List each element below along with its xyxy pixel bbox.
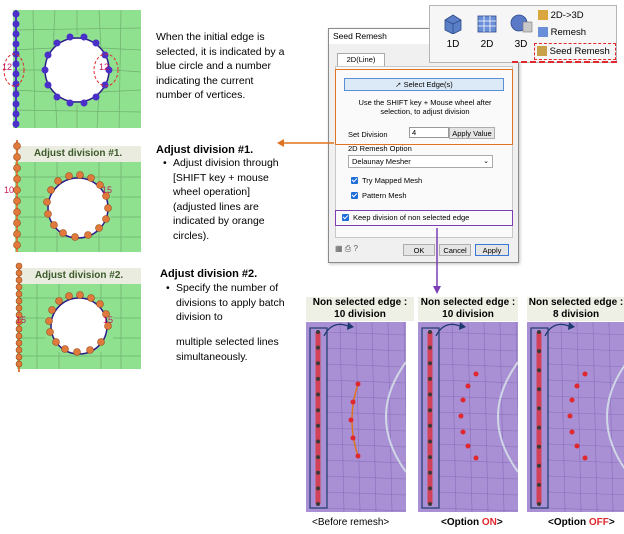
chevron-down-icon: ⌄ — [483, 158, 489, 165]
keep-division-label: Keep division of non selected edge — [353, 213, 470, 222]
grid-2d-icon — [477, 15, 497, 33]
compare-caption-off-line1: Non selected edge : — [528, 297, 624, 308]
print-icon[interactable]: ⎙ — [344, 244, 352, 253]
table-icon[interactable]: ▦ — [335, 244, 343, 253]
mesher-select[interactable]: Delaunay Mesher ⌄ — [348, 155, 493, 168]
initial-vertices — [3, 10, 119, 128]
division2-count-left: 15 — [16, 315, 27, 325]
label-option-on-prefix: <Option — [441, 517, 482, 528]
extrude-icon — [538, 10, 548, 21]
label-option-on-highlight: ON — [481, 517, 497, 528]
division2-description-a: Specify the number of divisions to apply… — [176, 282, 285, 323]
keep-division-checkbox[interactable] — [342, 214, 349, 221]
select-edges-label: Select Edge(s) — [403, 80, 453, 89]
remesh-icon — [538, 27, 548, 38]
ribbon-seed-remesh-button[interactable]: Seed Remesh — [534, 43, 616, 60]
mesher-selected-value: Delaunay Mesher — [352, 157, 411, 166]
dialog-tool-icons: ▦ ⎙ ? — [335, 244, 358, 254]
help-icon[interactable]: ? — [353, 244, 358, 253]
ribbon-1d-button[interactable]: 1D — [438, 12, 468, 56]
initial-mesh-panel — [12, 9, 142, 129]
ribbon-remesh-button[interactable]: Remesh — [538, 26, 612, 40]
division1-description: Adjust division through [SHIFT key + mou… — [173, 157, 279, 242]
mesh-ribbon-toolbar: 1D 2D 3D 2D->3D Remesh Seed Remesh — [429, 5, 617, 63]
compare-caption-on-line1: Non selected edge : — [420, 297, 516, 308]
initial-description: When the initial edge is selected, it is… — [156, 31, 285, 101]
division1-count-left: 10 — [4, 185, 15, 195]
division1-panel-header: Adjust division #1. — [15, 146, 141, 162]
label-option-on-suffix: > — [496, 517, 503, 528]
division1-bullet: • — [163, 157, 167, 169]
compare-caption-on-line2: 10 division — [442, 309, 494, 320]
apply-button[interactable]: Apply — [475, 244, 509, 256]
sphere-3d-icon — [510, 14, 533, 33]
comparison-mesh-off — [527, 322, 624, 512]
set-division-label: Set Division — [348, 130, 388, 139]
remesh-option-label: 2D Remesh Option — [348, 144, 412, 153]
ribbon-1d-label: 1D — [446, 39, 460, 50]
cursor-icon: ➚ — [395, 80, 402, 89]
ribbon-2d3d-button[interactable]: 2D->3D — [538, 9, 612, 23]
try-mapped-mesh-checkbox[interactable] — [351, 177, 358, 184]
cancel-button[interactable]: Cancel — [439, 244, 471, 256]
tab-2d-line[interactable]: 2D(Line) — [337, 53, 385, 66]
comparison-mesh-before — [306, 322, 406, 512]
compare-caption-before-line1: Non selected edge : — [312, 297, 408, 308]
ribbon-2d-button[interactable]: 2D — [472, 12, 502, 56]
hint-text: Use the SHIFT key + Mouse wheel after se… — [358, 98, 492, 116]
division1-count-right: 15 — [102, 185, 113, 195]
ribbon-3d-label: 3D — [514, 39, 528, 50]
cube-1d-icon — [444, 14, 462, 35]
compare-caption-off: Non selected edge : 8 division — [527, 297, 624, 321]
label-option-off-suffix: > — [608, 517, 615, 528]
label-option-on: <Option ON> — [441, 517, 503, 528]
division1-title: Adjust division #1. — [156, 144, 254, 156]
initial-count-left: 12 — [2, 62, 13, 72]
ribbon-2d3d-label: 2D->3D — [550, 10, 584, 21]
division2-panel-header: Adjust division #2. — [17, 268, 141, 284]
division2-count-right: 15 — [103, 315, 114, 325]
division2-description-b: multiple selected lines simultaneously. — [176, 336, 279, 363]
initial-count-right: 12 — [99, 62, 110, 72]
label-option-off-prefix: <Option — [548, 517, 589, 528]
select-edges-button[interactable]: ➚ Select Edge(s) — [344, 78, 504, 91]
division2-title: Adjust division #2. — [160, 268, 258, 280]
comparison-mesh-on — [418, 322, 518, 512]
pattern-mesh-checkbox[interactable] — [351, 192, 358, 199]
try-mapped-mesh-label: Try Mapped Mesh — [362, 176, 423, 185]
ok-button[interactable]: OK — [403, 244, 435, 256]
ribbon-2d-label: 2D — [480, 39, 494, 50]
apply-value-button[interactable]: Apply Value — [449, 127, 495, 139]
compare-caption-on: Non selected edge : 10 division — [418, 297, 518, 321]
seed-remesh-icon — [537, 46, 547, 57]
purple-arrow — [433, 228, 441, 294]
compare-caption-before: Non selected edge : 10 division — [306, 297, 414, 321]
label-before-remesh: <Before remesh> — [312, 517, 390, 528]
division2-vertices — [15, 262, 112, 372]
division1-vertices — [13, 140, 112, 252]
pattern-mesh-label: Pattern Mesh — [362, 191, 407, 200]
orange-arrow — [277, 139, 334, 147]
compare-caption-before-line2: 10 division — [334, 309, 386, 320]
set-division-input[interactable] — [409, 127, 449, 138]
label-option-off-highlight: OFF — [588, 517, 609, 528]
label-option-off: <Option OFF> — [548, 517, 615, 528]
division2-bullet: • — [166, 282, 170, 294]
seed-remesh-dialog: Seed Remesh × 2D(Line) ➚ Select Edge(s) … — [328, 28, 519, 263]
ribbon-connector — [512, 61, 620, 63]
ribbon-3d-button[interactable]: 3D — [506, 12, 536, 56]
dialog-tab-body — [335, 66, 513, 238]
ribbon-remesh-label: Remesh — [550, 27, 587, 38]
keep-division-highlight — [335, 210, 513, 226]
ribbon-seed-remesh-label: Seed Remesh — [549, 46, 610, 57]
compare-caption-off-line2: 8 division — [552, 309, 600, 320]
select-edges-highlight — [335, 69, 513, 145]
